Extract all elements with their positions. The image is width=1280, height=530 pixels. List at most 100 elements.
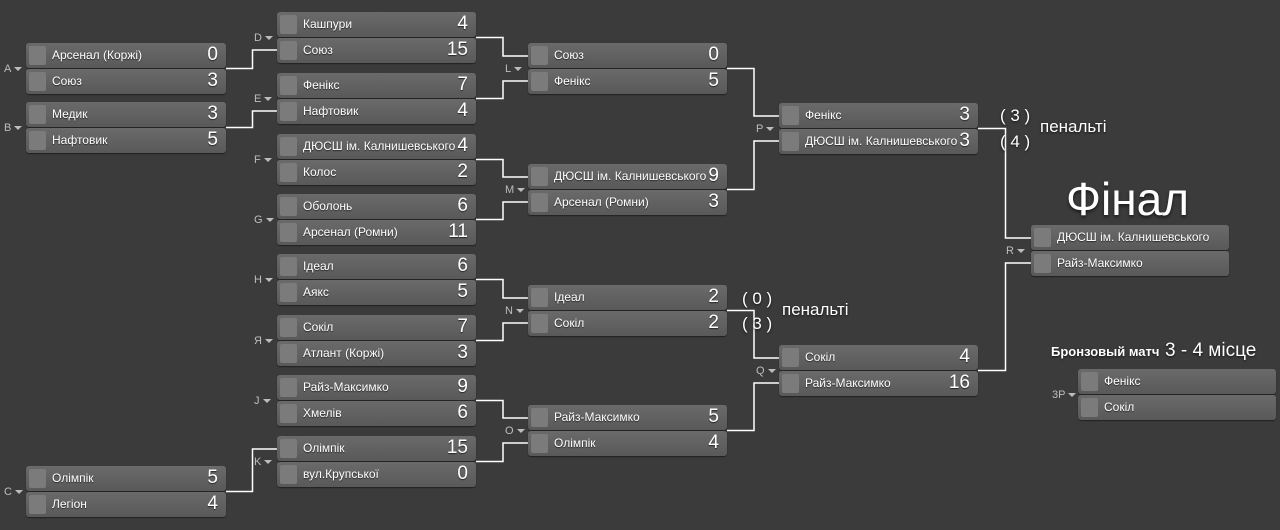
match-label-p[interactable]: P bbox=[756, 123, 775, 135]
match-label-d[interactable]: D bbox=[254, 32, 273, 44]
match-label-m[interactable]: M bbox=[505, 184, 526, 196]
team-name: Союз bbox=[52, 74, 82, 88]
match-label-a[interactable]: A bbox=[4, 63, 23, 75]
match-label-b[interactable]: B bbox=[4, 122, 23, 134]
penalty-p-bottom: ( 4 ) bbox=[1000, 132, 1031, 151]
match-label-text: O bbox=[505, 424, 514, 437]
team-slot[interactable]: ДЮСШ ім. Калнишевського bbox=[1031, 225, 1229, 250]
seed-box bbox=[280, 378, 297, 397]
match-label-g[interactable]: G bbox=[254, 214, 274, 226]
team-slot[interactable]: Райз-Максимко bbox=[1031, 251, 1229, 276]
seed-box bbox=[29, 131, 46, 150]
team-slot[interactable]: Арсенал (Коржі)0 bbox=[26, 43, 226, 68]
match-label-text: H bbox=[254, 273, 262, 286]
team-name: Колос bbox=[303, 165, 337, 179]
team-name: ДЮСШ ім. Калнишевського bbox=[1057, 230, 1210, 244]
seed-box bbox=[280, 102, 297, 121]
match-label-r[interactable]: R bbox=[1006, 245, 1025, 257]
match-label-text: L bbox=[505, 62, 512, 75]
caret-down-icon bbox=[264, 35, 273, 40]
team-slot[interactable]: Сокіл 4 bbox=[779, 345, 978, 370]
team-name: Сокіл bbox=[1104, 400, 1135, 414]
team-slot[interactable]: Арсенал (Ромни)11 bbox=[277, 220, 476, 245]
seed-box bbox=[1081, 398, 1098, 417]
match-label-text: Q bbox=[756, 364, 765, 377]
match-label-text: G bbox=[254, 213, 263, 226]
team-score: 4 bbox=[457, 13, 468, 34]
team-score: 5 bbox=[207, 467, 218, 488]
team-score: 5 bbox=[207, 129, 218, 150]
match-label-k[interactable]: K bbox=[254, 456, 273, 468]
caret-down-icon bbox=[1068, 392, 1077, 397]
seed-box bbox=[280, 163, 297, 182]
team-slot[interactable]: Сокіл bbox=[1078, 395, 1276, 420]
match-label-c[interactable]: C bbox=[4, 486, 23, 498]
team-name: ДЮСШ ім. Калнишевського bbox=[805, 134, 958, 148]
team-slot[interactable]: Атлант (Коржі)3 bbox=[277, 341, 476, 366]
seed-box bbox=[1081, 372, 1098, 391]
seed-box bbox=[531, 408, 548, 427]
bracket-connector bbox=[727, 67, 779, 117]
match-label-f[interactable]: F bbox=[254, 154, 272, 166]
match-label-3p[interactable]: 3P bbox=[1052, 389, 1077, 401]
team-score: 4 bbox=[959, 346, 970, 367]
seed-box bbox=[280, 15, 297, 34]
team-score: 3 bbox=[708, 191, 719, 212]
team-name: Фенікс bbox=[1104, 374, 1141, 388]
team-slot[interactable]: Кашпури 4 bbox=[277, 12, 476, 37]
match-label-o[interactable]: O bbox=[505, 425, 525, 437]
team-score: 4 bbox=[457, 100, 468, 121]
team-name: Кашпури bbox=[303, 17, 353, 31]
match-label-n[interactable]: N bbox=[505, 305, 524, 317]
match-label-l[interactable]: L bbox=[505, 62, 523, 75]
match-label-j[interactable]: J bbox=[254, 395, 271, 407]
bracket-connector bbox=[476, 158, 528, 178]
caret-down-icon bbox=[515, 308, 524, 313]
team-slot[interactable]: Фенікс bbox=[1078, 369, 1276, 394]
team-slot[interactable]: Арсенал (Ромни)3 bbox=[528, 190, 727, 215]
team-name: Сокіл bbox=[805, 350, 836, 364]
caret-down-icon bbox=[766, 126, 775, 131]
seed-box bbox=[531, 167, 548, 186]
match-label-h[interactable]: H bbox=[254, 274, 273, 286]
match-label-q[interactable]: Q bbox=[756, 365, 776, 377]
team-score: 6 bbox=[457, 402, 468, 423]
match-label-e[interactable]: E bbox=[254, 93, 273, 105]
match-label-ya[interactable]: Я bbox=[254, 335, 273, 347]
caret-down-icon bbox=[767, 368, 776, 373]
team-score: 7 bbox=[457, 74, 468, 95]
